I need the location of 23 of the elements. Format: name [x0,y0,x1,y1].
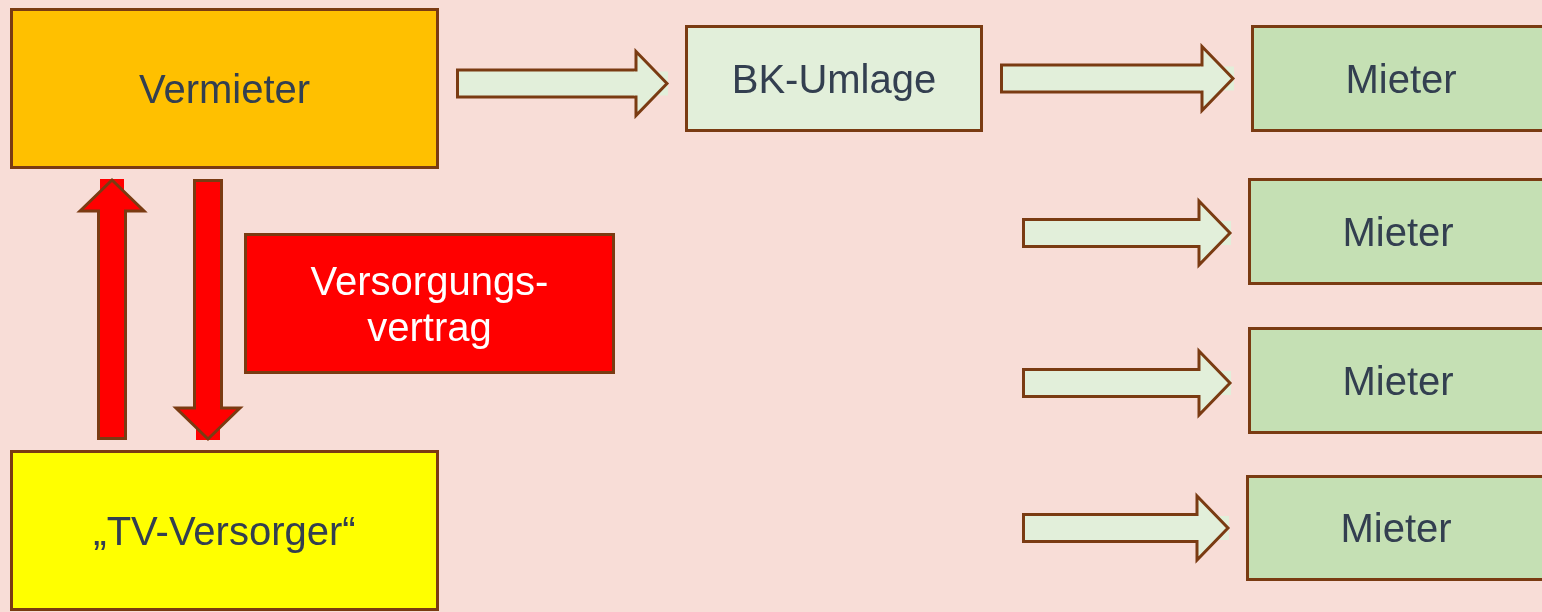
node-label: Vermieter [138,65,311,112]
block-arrow [1022,349,1232,417]
block-arrow [78,178,146,440]
node-label: Mieter [1345,55,1457,102]
block-arrow [456,50,669,117]
node-label: Versorgungs- vertrag [309,257,550,350]
landlord-box [10,8,439,169]
block-arrow [1000,45,1235,112]
tenant-box [1248,178,1542,285]
block-arrow [1022,494,1230,562]
contract-box [244,233,615,374]
tenant-box [1251,25,1542,132]
provider-box [10,450,439,611]
block-arrow [174,179,242,441]
node-label: „TV-Versorger“ [93,507,356,554]
tenant-box [1246,475,1542,581]
node-label: Mieter [1340,505,1452,551]
node-label: BK-Umlage [731,55,937,102]
node-label: Mieter [1342,357,1454,404]
tenant-box [1248,327,1542,434]
block-arrow [1022,199,1232,267]
charge-box [685,25,983,132]
node-label: Mieter [1342,208,1454,255]
